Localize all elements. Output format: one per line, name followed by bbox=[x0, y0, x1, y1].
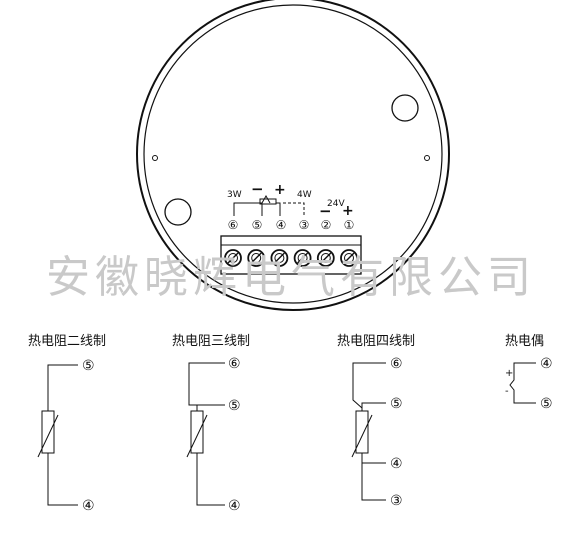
screw-dot-left bbox=[152, 155, 158, 161]
terminal-label: ⑤ bbox=[228, 398, 241, 414]
label-24v: 24V bbox=[327, 199, 345, 209]
terminal-label: ⑤ bbox=[540, 396, 553, 412]
housing bbox=[136, 0, 450, 311]
terminal-screw bbox=[270, 249, 289, 267]
label-3w: 3W bbox=[227, 190, 242, 200]
terminal-label: ⑤ bbox=[82, 358, 95, 374]
terminal-label: ④ bbox=[228, 498, 241, 514]
terminal-num-5: ⑤ bbox=[252, 218, 263, 232]
terminal-label: ⑤ bbox=[390, 396, 403, 412]
terminal-label: ④ bbox=[82, 498, 95, 514]
terminal-num-3: ③ bbox=[299, 218, 310, 232]
resistor-symbol bbox=[190, 410, 204, 454]
resistor-symbol bbox=[41, 410, 55, 454]
title-thermocouple: 热电偶 bbox=[505, 334, 544, 349]
resistor-variable-arrow bbox=[351, 414, 373, 458]
terminal-screw bbox=[247, 249, 266, 267]
title-rtd-4wire: 热电阻四线制 bbox=[337, 334, 415, 349]
terminal-label: ⑥ bbox=[228, 356, 241, 372]
diagram-rtd-2wire: ⑤ ④ bbox=[37, 358, 95, 514]
screw-dot-right bbox=[424, 155, 430, 161]
terminal-num-1: ① bbox=[344, 218, 355, 232]
terminal-screw bbox=[340, 249, 358, 267]
supply-minus-sign: − bbox=[319, 202, 332, 220]
terminal-screw bbox=[224, 249, 242, 267]
terminal-jumper-lines bbox=[233, 194, 305, 216]
resistor-variable-arrow bbox=[37, 414, 59, 458]
terminal-label: ⑥ bbox=[390, 356, 403, 372]
diagram-thermocouple: + - ④ ⑤ bbox=[505, 356, 553, 412]
terminal-num-4: ④ bbox=[276, 218, 287, 232]
diagram-rtd-3wire: ⑥ ⑤ ④ bbox=[186, 356, 241, 514]
terminal-num-2: ② bbox=[321, 218, 332, 232]
terminal-label: ③ bbox=[390, 493, 403, 509]
rtd-plus-sign: + bbox=[274, 182, 286, 198]
terminal-label: ④ bbox=[540, 356, 553, 372]
title-rtd-3wire: 热电阻三线制 bbox=[172, 334, 250, 349]
polarity-minus: - bbox=[505, 386, 509, 397]
terminal-block bbox=[220, 235, 362, 275]
supply-plus-sign: + bbox=[342, 203, 354, 219]
terminal-label: ④ bbox=[390, 456, 403, 472]
mounting-hole-bottom-left bbox=[164, 198, 192, 226]
resistor-variable-arrow bbox=[186, 414, 208, 458]
rtd-minus-sign: − bbox=[251, 180, 264, 198]
label-4w: 4W bbox=[297, 190, 312, 200]
terminal-screw bbox=[293, 249, 312, 267]
terminal-screw bbox=[316, 249, 335, 267]
terminal-labels: 3W 4W 24V − + − + ⑥ ⑤ ④ ③ ② ① bbox=[227, 180, 354, 232]
polarity-plus: + bbox=[505, 368, 513, 379]
resistor-symbol bbox=[355, 410, 369, 454]
title-rtd-2wire: 热电阻二线制 bbox=[28, 334, 106, 349]
mounting-hole-top-right bbox=[391, 94, 419, 122]
terminal-num-6: ⑥ bbox=[228, 218, 239, 232]
company-watermark: 安徽晓辉电气有限公司 bbox=[46, 252, 536, 303]
diagram-rtd-4wire: ⑥ ⑤ ④ ③ bbox=[351, 356, 403, 509]
